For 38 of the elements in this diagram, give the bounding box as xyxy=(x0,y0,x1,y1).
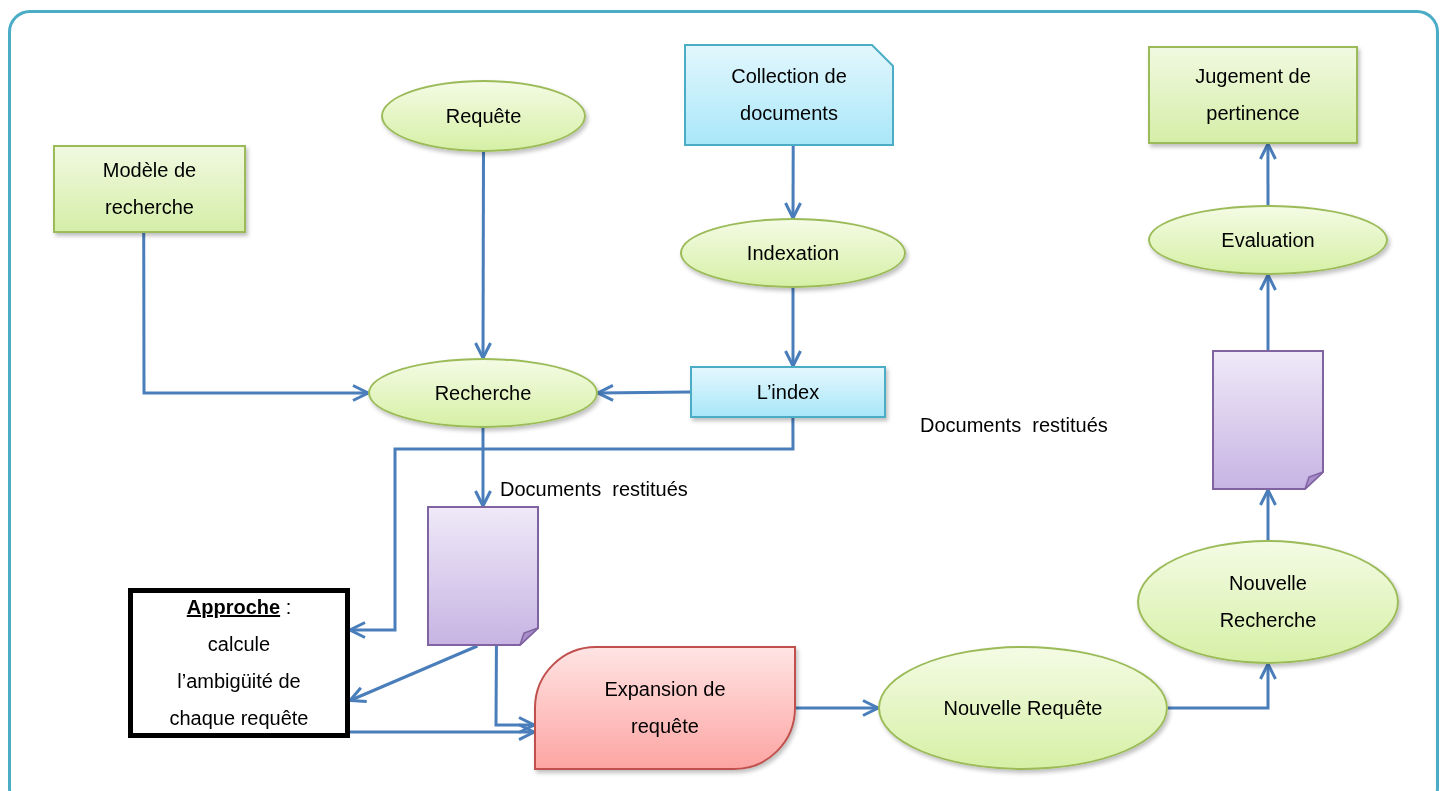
node-text: L’index xyxy=(756,379,820,405)
node-text: Indexation xyxy=(746,240,840,266)
arrow xyxy=(1259,488,1277,540)
arrow xyxy=(350,723,536,742)
process-box xyxy=(53,145,246,233)
node-text: Recherche xyxy=(434,380,532,406)
node-text: Collection de documents xyxy=(730,64,848,126)
node-text: Modèle de recherche xyxy=(101,158,198,220)
arrow xyxy=(1259,273,1277,350)
arrow xyxy=(474,428,492,508)
arrow xyxy=(784,146,803,220)
arrow xyxy=(474,152,493,360)
process-shape xyxy=(534,646,796,770)
node-text: Nouvelle Recherche xyxy=(1218,571,1318,633)
caption-text: Documents restitués xyxy=(920,414,1108,437)
node-caption: Documents restitués xyxy=(500,478,688,501)
document-page xyxy=(1212,350,1324,490)
arrow xyxy=(142,233,370,402)
document-page xyxy=(427,506,539,646)
document-box xyxy=(684,44,894,146)
node-text: calcule l’ambigüité de chaque requête xyxy=(168,632,310,731)
node-text: Jugement de pertinence xyxy=(1194,64,1312,126)
node-text: Evaluation xyxy=(1221,227,1315,253)
arrow xyxy=(348,644,478,703)
process-box xyxy=(1148,46,1358,144)
arrow xyxy=(348,418,795,639)
process-box xyxy=(690,366,886,418)
node-text: Expansion de requête xyxy=(603,677,727,739)
node-text: Approche : xyxy=(186,595,292,620)
arrow xyxy=(784,288,802,368)
node-text: Requête xyxy=(445,103,522,129)
node-text: Nouvelle Requête xyxy=(943,695,1103,721)
arrow xyxy=(494,646,536,734)
arrow xyxy=(596,383,690,402)
arrow xyxy=(796,699,880,717)
note-box xyxy=(128,588,350,738)
arrow xyxy=(1258,142,1277,205)
arrow xyxy=(1168,662,1277,710)
